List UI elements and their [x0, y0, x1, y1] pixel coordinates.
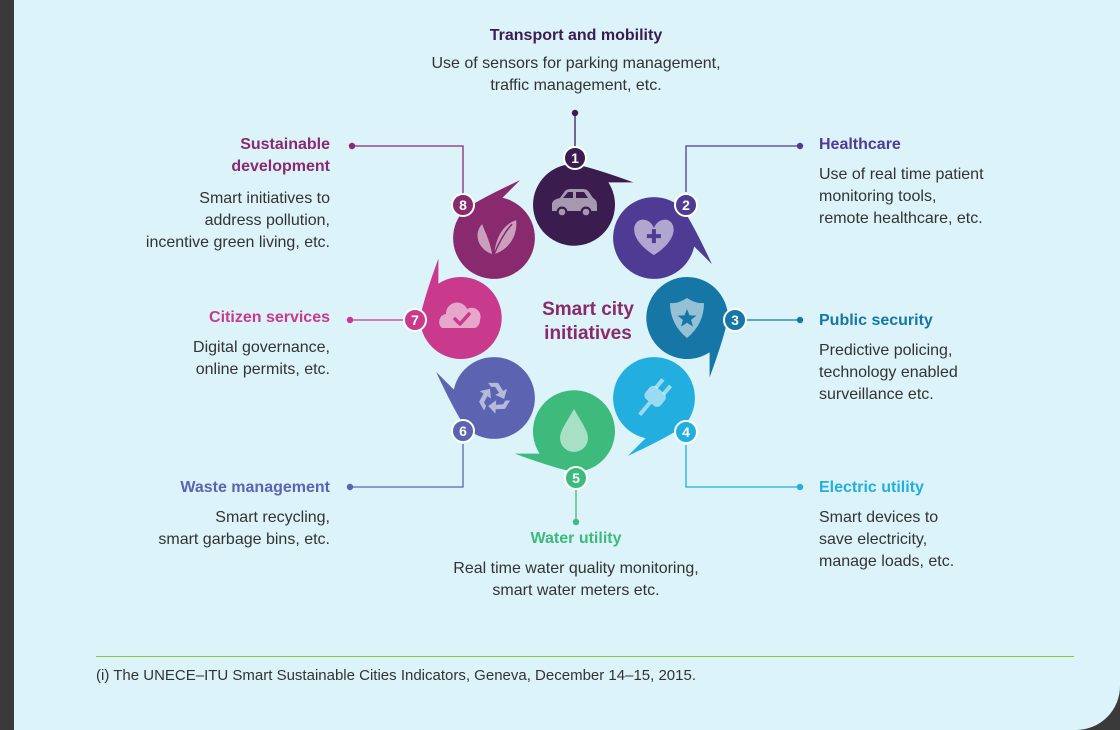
badge-number: 4 [682, 424, 690, 440]
item-electric-utility: Electric utility Smart devices to save e… [819, 477, 1079, 573]
number-badge-6: 6 [451, 419, 475, 443]
item-title-line2: development [231, 158, 330, 175]
connector-dot-4 [796, 483, 804, 491]
footnote: (i) The UNECE–ITU Smart Sustainable Citi… [96, 667, 696, 684]
recycle-icon [479, 382, 511, 414]
badge-number: 1 [571, 150, 579, 166]
center-title: Smart city initiatives [528, 298, 648, 346]
item-description: Use of real time patient monitoring tool… [819, 166, 984, 227]
heart-plus-icon [634, 219, 674, 256]
item-title: Healthcare [819, 136, 901, 153]
item-title: Electric utility [819, 479, 924, 496]
number-badge-5: 5 [564, 466, 588, 490]
item-description: Digital governance, online permits, etc. [193, 339, 330, 378]
connector-2 [685, 145, 800, 192]
infographic-canvas: 1 2 3 4 5 6 7 8 Smart city initiatives Transpor… [14, 0, 1120, 730]
diagram-graphic: 1 2 3 4 5 6 7 8 [346, 109, 804, 526]
center-title-line1: Smart city [542, 299, 634, 320]
number-badge-4: 4 [674, 420, 698, 444]
item-water-utility: Water utility Real time water quality mo… [376, 528, 776, 602]
item-waste-management: Waste management Smart recycling, smart … [70, 477, 330, 551]
item-citizen-services: Citizen services Digital governance, onl… [70, 307, 330, 381]
badge-number: 2 [682, 197, 690, 213]
number-badge-3: 3 [723, 308, 747, 332]
connector-dot-1 [571, 109, 579, 117]
badge-number: 7 [411, 312, 419, 328]
connector-dot-7 [346, 316, 354, 324]
item-sustainable-development: Sustainable development Smart initiative… [70, 134, 330, 254]
car-icon [552, 189, 597, 218]
connector-dot-2 [796, 142, 804, 150]
leaf-icon [477, 220, 517, 255]
item-description: Smart recycling, smart garbage bins, etc… [158, 509, 330, 548]
item-description: Real time water quality monitoring, smar… [453, 560, 699, 599]
connector-8 [352, 145, 464, 193]
item-description: Predictive policing, technology enabled … [819, 342, 958, 403]
item-healthcare: Healthcare Use of real time patient moni… [819, 134, 1079, 230]
item-title: Water utility [530, 530, 622, 547]
cloud-check-icon [439, 302, 481, 328]
item-transport: Transport and mobility Use of sensors fo… [376, 25, 776, 97]
item-description: Smart initiatives to address pollution, … [145, 190, 330, 251]
connector-dot-8 [348, 142, 356, 150]
footnote-divider [96, 656, 1074, 657]
badge-number: 6 [459, 423, 467, 439]
plug-icon [638, 378, 673, 417]
number-badge-2: 2 [674, 193, 698, 217]
item-public-security: Public security Predictive policing, tec… [819, 310, 1079, 406]
shield-star-icon [670, 298, 704, 338]
item-description: Use of sensors for parking management, t… [431, 55, 721, 94]
item-title: Transport and mobility [489, 27, 663, 44]
connector-dot-3 [796, 316, 804, 324]
item-title: Public security [819, 312, 933, 329]
badge-number: 8 [459, 197, 467, 213]
badge-number: 5 [572, 470, 580, 486]
water-drop-icon [560, 409, 588, 452]
connector-6 [350, 444, 464, 488]
connector-dot-6 [346, 483, 354, 491]
connector-dot-5 [572, 518, 580, 526]
connector-4 [685, 445, 800, 488]
number-badge-1: 1 [563, 146, 587, 170]
item-description: Smart devices to save electricity, manag… [819, 509, 955, 570]
number-badge-8: 8 [451, 193, 475, 217]
center-title-line2: initiatives [544, 323, 632, 344]
item-title-line1: Sustainable [240, 136, 330, 153]
item-title: Citizen services [209, 309, 330, 326]
item-title: Waste management [180, 479, 330, 496]
number-badge-7: 7 [403, 308, 427, 332]
badge-number: 3 [731, 312, 739, 328]
